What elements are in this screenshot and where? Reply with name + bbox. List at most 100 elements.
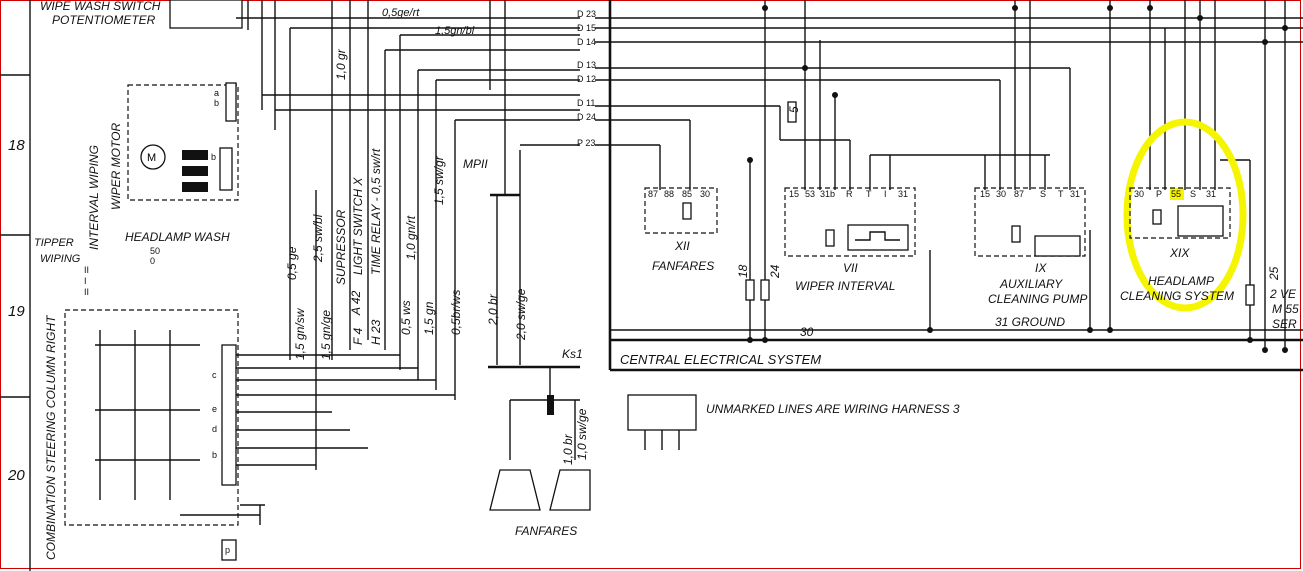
f4-label: F 4: [351, 328, 365, 345]
relay-coil-icon: [1152, 209, 1162, 225]
fanfares-label: FANFARES: [515, 524, 577, 538]
wiper-motor-symbol: [140, 144, 166, 170]
potentiometer-label: POTENTIOMETER: [52, 13, 156, 27]
switch-code: II: [84, 265, 89, 275]
relay-pin: 53: [805, 189, 815, 199]
switch-code: I: [84, 276, 87, 286]
motor-m-icon: M: [147, 152, 156, 164]
wire-label: 0,5ge/rt: [382, 7, 420, 19]
switch-contacts: [95, 330, 265, 525]
wire-label: 2,5 sw/bl: [311, 214, 325, 263]
pulse-icon: [855, 231, 900, 241]
wire-label: 0,5 ge: [285, 246, 299, 280]
wire-bundle: [236, 0, 580, 470]
relay-id: XII: [674, 239, 690, 253]
wire-label: 1,5 sw/gr: [432, 155, 446, 205]
relay-pin: T: [866, 189, 872, 199]
a42-label: A 42: [349, 290, 363, 316]
central-wiring: [595, 0, 1303, 350]
relay-vii-box: [784, 187, 916, 257]
pump-module-box: [1034, 235, 1081, 257]
relay-pin: 31: [1070, 189, 1080, 199]
relay-pin: 31: [898, 189, 908, 199]
wiping-label: WIPING: [40, 253, 81, 265]
connector-label: D 12: [577, 74, 596, 84]
fuse-label: 24: [768, 264, 782, 279]
switch-pin: c: [212, 370, 217, 380]
relay-pin: 31: [1206, 189, 1216, 199]
combination-switch-box: [64, 309, 239, 526]
coil-icon: [182, 150, 208, 160]
central-system-label: CENTRAL ELECTRICAL SYSTEM: [620, 352, 821, 367]
wire-label: 1,0 br: [561, 433, 575, 465]
horn-icon: [489, 469, 541, 511]
relay-pin: 30: [996, 189, 1006, 199]
relay-pin: S: [1040, 189, 1046, 199]
relay-coil-icon: [682, 202, 692, 220]
relay-pin: P: [1156, 189, 1162, 199]
relay-pin: 55: [1171, 189, 1181, 199]
switch-terminal-block: [221, 344, 237, 486]
wire-label: 0,5br/ws: [449, 290, 463, 335]
wipe-wash-switch-label: WIPE WASH SWITCH: [40, 0, 161, 13]
fuse-label: 5: [787, 106, 801, 113]
relay-coil-icon: [1011, 225, 1021, 243]
headlamp-module-box: [1177, 205, 1224, 237]
relay-pin: R: [846, 189, 853, 199]
switch-pin: b: [212, 450, 217, 460]
junction-dots: [747, 5, 1288, 353]
relay-pin: T: [1058, 189, 1064, 199]
fuse-25: [1245, 284, 1255, 306]
wire-label: 1,5 gn/sw: [293, 307, 307, 360]
relay-id: IX: [1035, 261, 1047, 275]
relay-pin: 87: [1014, 189, 1024, 199]
fuse-label: 18: [736, 264, 750, 278]
relay-coil-icon: [825, 229, 835, 247]
relay-xix-box: [1129, 187, 1231, 239]
horn-icon: [549, 469, 591, 511]
motor-pin: b: [214, 98, 219, 108]
connector-label: D 14: [577, 37, 596, 47]
right-cut-text: SER: [1272, 317, 1297, 331]
interval-module-box: [847, 224, 909, 251]
relay-pin: S: [1190, 189, 1196, 199]
coil-icon: [182, 182, 208, 192]
relay-name: AUXILIARY: [999, 277, 1063, 291]
ks-label: Ks1: [562, 347, 583, 361]
relay-xii-box: [644, 187, 718, 234]
wire-label: 1,0 gn/rt: [404, 215, 418, 260]
time-relay-label: TIME RELAY - 0,5 sw/rt: [369, 148, 383, 275]
relay-pin: 88: [664, 189, 674, 199]
relay-pin: I: [884, 189, 887, 199]
motor-pin: a: [214, 88, 219, 98]
connector-label: D 24: [577, 112, 596, 122]
relay-name: FANFARES: [652, 259, 714, 273]
row-number: 19: [8, 303, 25, 320]
relay-name: WIPER INTERVAL: [795, 279, 895, 293]
relay-id: VII: [843, 261, 858, 275]
light-switch-label: LIGHT SWITCH X: [351, 177, 365, 275]
connector-label: P 23: [577, 138, 595, 148]
headlamp-wash-label: HEADLAMP WASH: [125, 230, 230, 244]
wire-label: 0,5 ws: [399, 300, 413, 335]
harness-note: UNMARKED LINES ARE WIRING HARNESS 3: [706, 402, 960, 416]
relay-pin: 15: [789, 189, 799, 199]
bus-30-label: 30: [800, 325, 814, 339]
interval-wiping-label: INTERVAL WIPING: [87, 145, 101, 250]
wire-label: 1,0 sw/ge: [575, 408, 589, 460]
wire-label: 1,5 gn/ge: [319, 310, 333, 360]
tipper-label: TIPPER: [34, 237, 74, 249]
fuse-5: [787, 101, 797, 123]
fuse-18: [745, 279, 755, 301]
motor-terminal-block: [219, 147, 233, 191]
highlight-circle: [1123, 118, 1247, 312]
h23-label: H 23: [369, 319, 383, 345]
wiper-motor-box: [127, 84, 239, 201]
row-number: 20: [7, 467, 25, 484]
fuse-label: 25: [1267, 266, 1281, 281]
switch-code: 50: [150, 246, 160, 256]
motor-pin: b: [211, 152, 216, 162]
relay-name: CLEANING SYSTEM: [1120, 289, 1234, 303]
relay-pin: 31b: [820, 189, 835, 199]
